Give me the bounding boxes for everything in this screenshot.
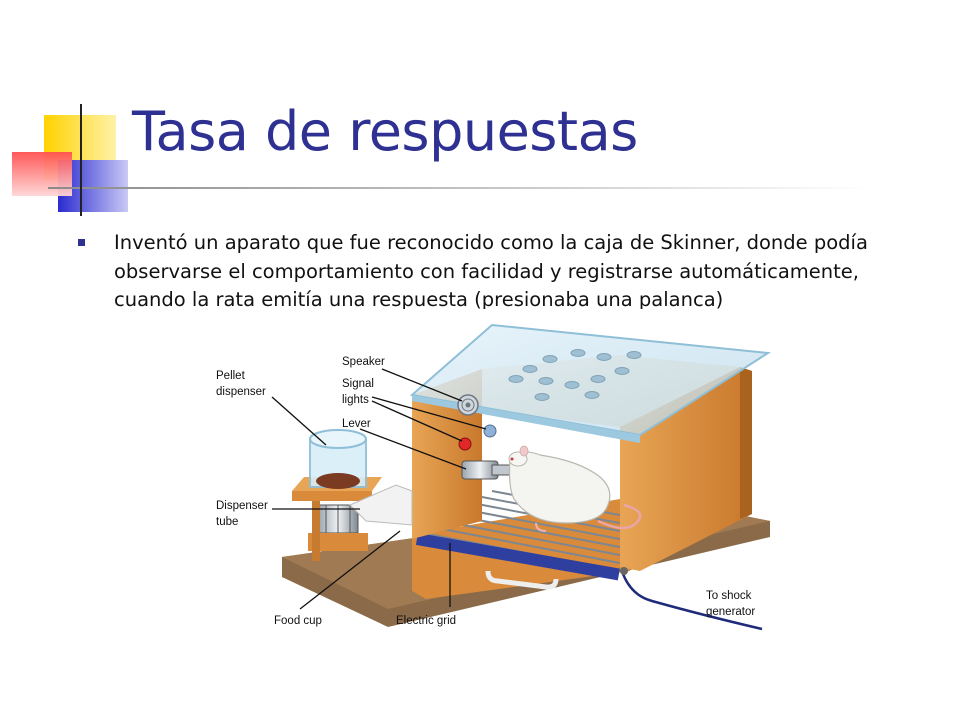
label-shock-generator: To shock <box>706 590 752 602</box>
label-shock-generator-2: generator <box>706 606 755 618</box>
label-lever: Lever <box>342 418 371 430</box>
deco-title-rule <box>48 187 868 189</box>
deco-vertical-rule <box>80 104 82 216</box>
label-food-cup: Food cup <box>274 615 322 627</box>
speaker-icon <box>457 394 479 416</box>
pellet-dispenser <box>292 429 382 561</box>
bullet-marker <box>78 239 85 246</box>
title-decoration <box>12 104 868 216</box>
slide-title: Tasa de respuestas <box>132 100 638 163</box>
label-signal-lights: Signal <box>342 378 374 390</box>
callout-lines <box>271 368 487 610</box>
label-dispenser-tube: Dispenser <box>216 500 268 512</box>
shock-wire <box>620 570 763 631</box>
label-dispenser-tube-2: tube <box>216 516 238 528</box>
label-speaker: Speaker <box>342 356 385 368</box>
lever <box>461 460 511 480</box>
rat <box>508 445 642 532</box>
glass-top <box>409 323 771 437</box>
label-signal-lights-2: lights <box>342 394 369 406</box>
label-pellet-dispenser: Pellet <box>216 370 246 382</box>
deco-red-square <box>12 152 72 196</box>
floor-tray <box>412 499 630 599</box>
dispenser-tube <box>349 484 413 526</box>
label-pellet-dispenser-2: dispenser <box>216 386 266 398</box>
label-electric-grid: Electric grid <box>396 615 456 627</box>
signal-light-blue <box>483 424 497 438</box>
glass-top-holes <box>508 349 642 401</box>
skinner-box-illustration: Speaker Signal lights Lever Pellet dispe… <box>200 309 780 639</box>
bullet-text: Inventó un aparato que fue reconocido co… <box>114 231 868 311</box>
